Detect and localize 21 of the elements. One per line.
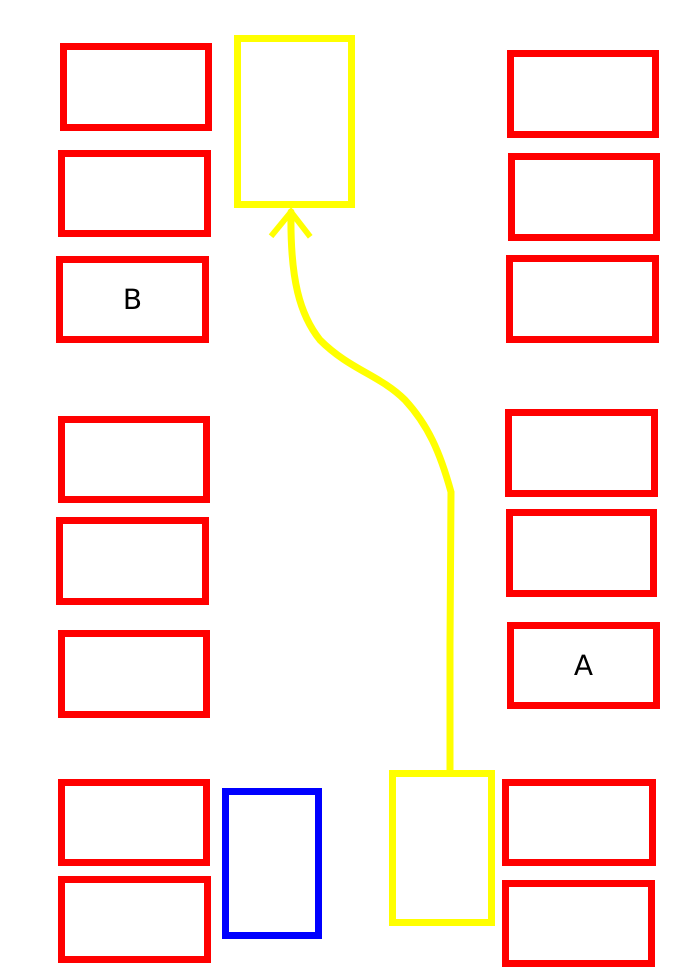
parking-space	[56, 517, 209, 605]
parking-space	[389, 770, 495, 926]
parking-space	[56, 256, 209, 343]
parking-space	[58, 416, 210, 503]
parking-space	[60, 43, 212, 131]
parking-space	[58, 876, 211, 963]
parking-space	[506, 255, 659, 343]
space-label: A	[574, 652, 594, 680]
parking-space	[222, 788, 322, 939]
parking-space	[58, 150, 211, 237]
parking-space	[507, 50, 659, 138]
parking-space	[58, 779, 210, 866]
parking-space	[506, 509, 657, 597]
parking-space	[507, 622, 660, 709]
parking-space	[508, 153, 660, 241]
parking-space	[505, 409, 658, 497]
parking-space	[58, 630, 210, 718]
parking-space	[502, 880, 655, 967]
parking-space	[502, 779, 656, 866]
parking-space	[234, 35, 355, 208]
space-label: B	[122, 286, 142, 314]
